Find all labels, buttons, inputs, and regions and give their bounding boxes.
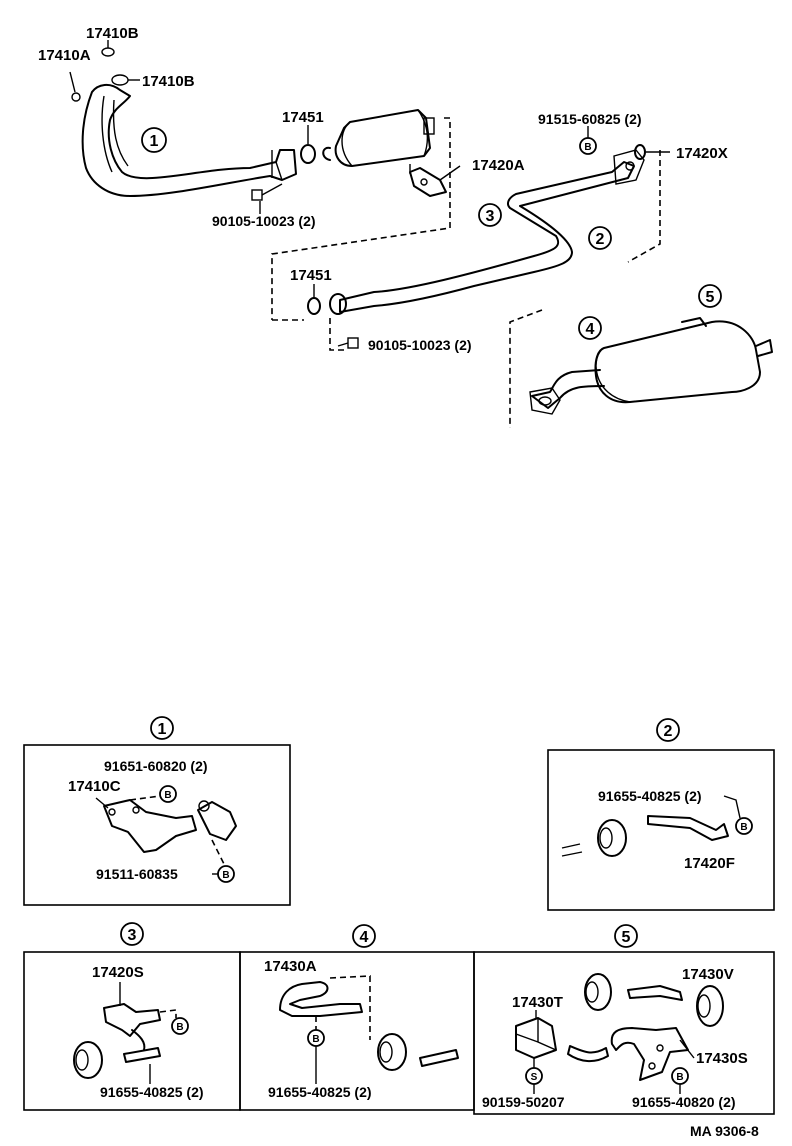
svg-text:3: 3	[128, 927, 137, 944]
svg-text:B: B	[740, 822, 747, 833]
rubber-hanger-d3	[73, 1041, 103, 1079]
svg-text:B: B	[164, 790, 171, 801]
detail-box-1: 1 91651-60820 (2) 17410C 91511-60835 B B	[23, 716, 291, 906]
label-17430T: 17430T	[512, 994, 563, 1011]
label-91515: 91515-60825 (2)	[538, 111, 642, 127]
rubber-hanger-d5b	[696, 985, 724, 1027]
svg-text:B: B	[222, 870, 229, 881]
catalytic-converter	[322, 109, 435, 167]
label-17420A: 17420A	[472, 157, 525, 174]
svg-text:B: B	[584, 142, 591, 153]
label-17410A: 17410A	[38, 47, 91, 64]
svg-text:4: 4	[586, 321, 595, 338]
label-91655-d4: 91655-40825 (2)	[268, 1084, 372, 1100]
label-17451-bottom: 17451	[290, 267, 332, 284]
svg-text:5: 5	[706, 289, 715, 306]
drawing-code: MA 9306-8	[690, 1123, 759, 1139]
guide-dash-2	[627, 150, 661, 263]
label-17430V: 17430V	[682, 966, 734, 983]
svg-text:4: 4	[360, 929, 369, 946]
svg-text:1: 1	[150, 133, 159, 150]
svg-text:B: B	[676, 1072, 683, 1083]
guide-dash-3	[509, 309, 543, 428]
nut-17410A	[71, 92, 81, 102]
bolt-symbol-91515: B	[579, 126, 597, 155]
callout-3-top: 3	[478, 203, 502, 227]
detail-box-4: 4 17430A 91655-40825 (2) B	[239, 924, 475, 1111]
bolt-90105-bottom	[337, 337, 359, 349]
gasket-17451-top	[300, 144, 316, 164]
detail-box-3: 3 17420S 91655-40825 (2) B	[23, 922, 241, 1111]
svg-text:B: B	[176, 1022, 183, 1033]
rubber-hanger-d4	[377, 1033, 407, 1071]
hanger-clamp-1	[197, 801, 237, 841]
guide-dash-1	[271, 117, 451, 320]
bracket-17420F	[647, 815, 729, 841]
bracket-17420A	[409, 164, 461, 197]
callout-4-top: 4	[578, 316, 602, 340]
label-17410B-top: 17410B	[86, 25, 139, 42]
svg-text:2: 2	[596, 231, 605, 248]
gasket-17420X	[634, 144, 646, 160]
label-91655-d5: 91655-40820 (2)	[632, 1094, 736, 1110]
label-91651: 91651-60820 (2)	[104, 758, 208, 774]
rubber-hanger-d2	[597, 819, 627, 857]
center-pipe-2-3	[329, 149, 645, 315]
bracket-17430T	[515, 1017, 557, 1059]
label-90105-bottom: 90105-10023 (2)	[368, 337, 472, 353]
label-17451-top: 17451	[282, 109, 324, 126]
front-pipe-1	[81, 84, 297, 197]
label-17430S: 17430S	[696, 1050, 748, 1067]
svg-text:5: 5	[622, 929, 631, 946]
label-17410B-side: 17410B	[142, 73, 195, 90]
gasket-17410B-top	[101, 47, 115, 57]
callout-2-top: 2	[588, 226, 612, 250]
bolt-90105-top	[251, 183, 283, 214]
label-90159: 90159-50207	[482, 1094, 565, 1110]
bracket-17430S	[610, 1027, 689, 1081]
rubber-hanger-d5a	[584, 973, 612, 1011]
label-17430A: 17430A	[264, 958, 317, 975]
muffler-4-5	[529, 317, 773, 415]
label-90105-top: 90105-10023 (2)	[212, 213, 316, 229]
label-17410C: 17410C	[68, 778, 121, 795]
gasket-17451-bottom	[307, 297, 321, 315]
hanger-17430A	[279, 981, 363, 1017]
svg-text:1: 1	[158, 721, 167, 738]
svg-text:B: B	[312, 1034, 319, 1045]
bracket-17410C	[103, 799, 197, 853]
label-91511: 91511-60835	[96, 866, 178, 882]
gasket-17410B-side	[111, 74, 129, 86]
label-17420F: 17420F	[684, 855, 735, 872]
label-17420X: 17420X	[676, 145, 728, 162]
callout-5-top: 5	[698, 284, 722, 308]
svg-text:2: 2	[664, 723, 673, 740]
detail-box-5: 5 17430V 17430T 17430S 90159-50207 91655…	[473, 924, 775, 1115]
label-91655-d3: 91655-40825 (2)	[100, 1084, 204, 1100]
svg-text:S: S	[531, 1072, 538, 1083]
detail-box-2: 2 91655-40825 (2) 17420F B	[547, 718, 775, 911]
svg-text:3: 3	[486, 208, 495, 225]
callout-1-top: 1	[141, 127, 167, 153]
label-17420S: 17420S	[92, 964, 144, 981]
bracket-17420S	[103, 1003, 161, 1037]
label-91655-d2: 91655-40825 (2)	[598, 788, 702, 804]
